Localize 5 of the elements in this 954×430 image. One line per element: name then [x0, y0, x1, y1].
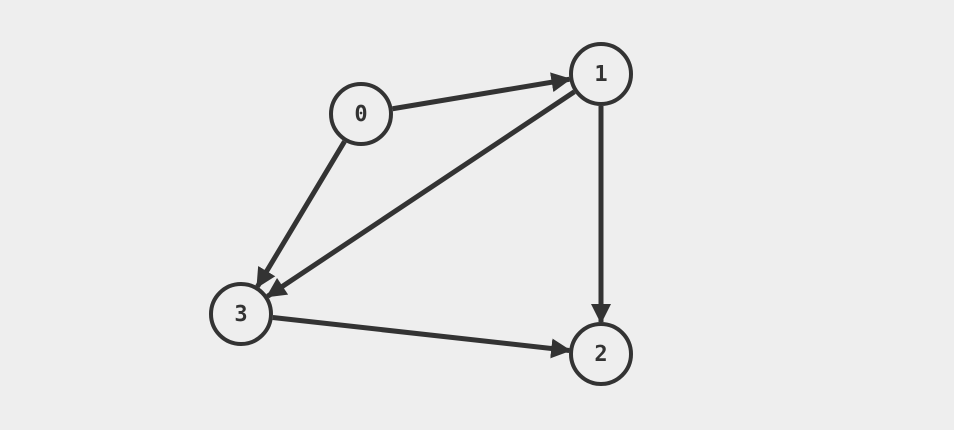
arrow — [591, 106, 611, 324]
arrow — [266, 90, 576, 298]
arrow — [272, 315, 572, 358]
arrow — [255, 140, 347, 288]
arrow — [392, 72, 572, 112]
